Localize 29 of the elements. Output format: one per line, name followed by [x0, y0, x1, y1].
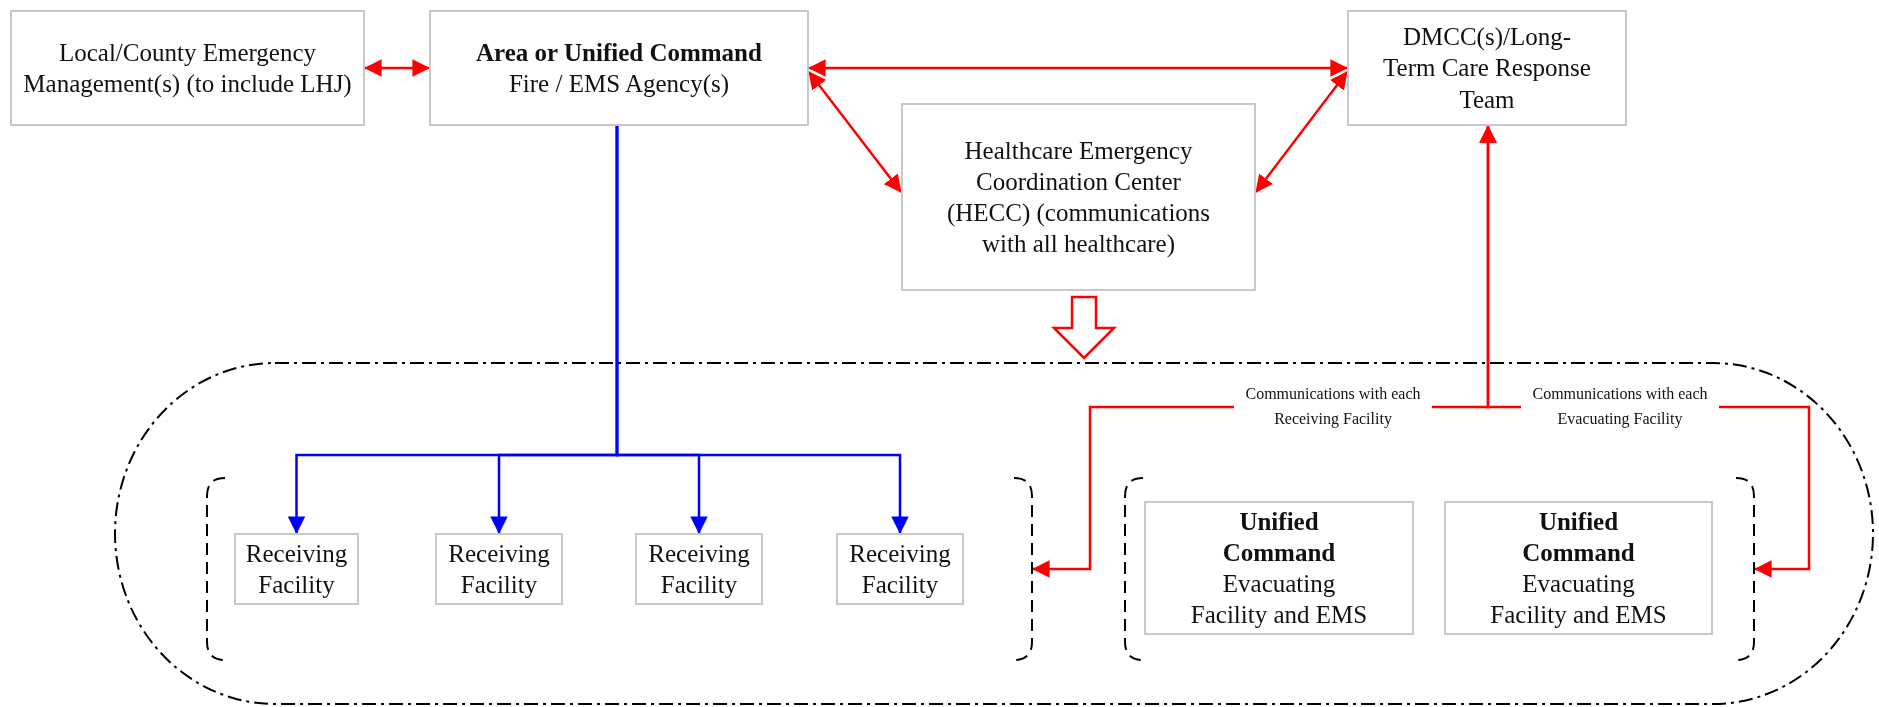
node-box: [429, 10, 809, 126]
arrow: [808, 71, 902, 193]
node-box: [836, 533, 964, 605]
node-box: [635, 533, 763, 605]
box-text: DMCC(s)/Long-Term Care Response Team: [1382, 22, 1592, 115]
box-text: Receiving Facility: [244, 538, 349, 600]
box-text: Evacuating Facility and EMS: [1489, 569, 1668, 631]
arrow: [615, 126, 909, 534]
box-text: Healthcare Emergency Coordination Center (HECC) (communications with all healthcare): [945, 135, 1212, 260]
box-heading: Unified Command: [1521, 506, 1636, 568]
node-box: [1144, 501, 1414, 635]
node-box: [10, 10, 365, 126]
hollow-block-arrow: [1051, 295, 1117, 360]
arrow: [1255, 71, 1348, 193]
box-text: Receiving Facility: [447, 538, 551, 600]
box-text: Evacuating Facility and EMS: [1189, 569, 1369, 631]
node-box: [1444, 501, 1713, 635]
arrow: [808, 59, 1348, 77]
box-text: Local/County Emergency Management(s) (to include LHJ): [22, 37, 353, 100]
box-heading: Unified Command: [1221, 506, 1337, 568]
node-box: [234, 533, 359, 605]
arrow: [364, 59, 430, 77]
box-text: Receiving Facility: [848, 538, 952, 600]
box-heading: Area or Unified Command: [476, 37, 762, 68]
node-box: [1347, 10, 1627, 126]
box-text: Receiving Facility: [647, 538, 751, 600]
node-box: [901, 103, 1256, 291]
node-box: [435, 533, 563, 605]
box-text: Fire / EMS Agency(s): [508, 69, 730, 99]
